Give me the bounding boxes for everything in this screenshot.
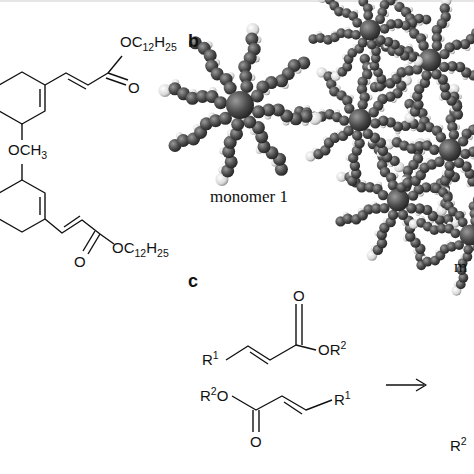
atom-sphere xyxy=(470,216,474,226)
atom-label: O xyxy=(128,80,140,95)
atom-sphere xyxy=(408,190,418,200)
atom-label: O xyxy=(293,288,305,303)
chemical-group: OC12H25 xyxy=(112,240,169,255)
chemical-group: OCH3 xyxy=(8,142,47,157)
atom-sphere xyxy=(387,189,409,211)
atom-sphere xyxy=(351,30,361,40)
atom-sphere xyxy=(380,24,390,34)
atom-sphere xyxy=(429,145,439,155)
atom-sphere xyxy=(439,139,461,161)
atom-sphere xyxy=(463,245,473,255)
atom-sphere xyxy=(231,118,244,131)
atom-sphere xyxy=(451,228,461,238)
atom-sphere xyxy=(445,160,455,170)
atom-sphere xyxy=(360,20,381,41)
atom-sphere xyxy=(367,40,377,50)
atom-sphere xyxy=(388,210,398,220)
atom-sphere xyxy=(370,118,380,128)
atom-sphere xyxy=(378,190,388,200)
atom-label: O xyxy=(74,254,86,269)
atom-sphere xyxy=(252,105,265,118)
chemical-group: R1 xyxy=(334,392,351,407)
atom-sphere xyxy=(398,210,408,220)
chemical-group: R2 xyxy=(450,438,467,453)
chemical-group: OR2 xyxy=(318,342,346,357)
panel-letter: b xyxy=(188,32,199,50)
atom-sphere xyxy=(421,70,431,80)
atom-sphere xyxy=(349,109,371,131)
atom-label: O xyxy=(250,434,262,449)
atom-sphere xyxy=(460,225,474,246)
atom-sphere xyxy=(358,99,368,109)
atom-sphere xyxy=(240,80,253,93)
chemical-group: OC12H25 xyxy=(120,34,177,49)
caption-label: monomer 1 xyxy=(210,188,288,205)
panel-letter: c xyxy=(188,272,198,290)
chemical-group: R2O xyxy=(200,388,228,403)
chemical-group: R1 xyxy=(202,352,219,367)
caption-label: m xyxy=(454,258,467,275)
atom-sphere xyxy=(460,149,470,159)
atom-sphere xyxy=(363,11,373,21)
atom-sphere xyxy=(339,115,349,125)
atom-sphere xyxy=(449,130,459,140)
atom-sphere xyxy=(214,96,227,109)
atom-sphere xyxy=(226,91,254,119)
